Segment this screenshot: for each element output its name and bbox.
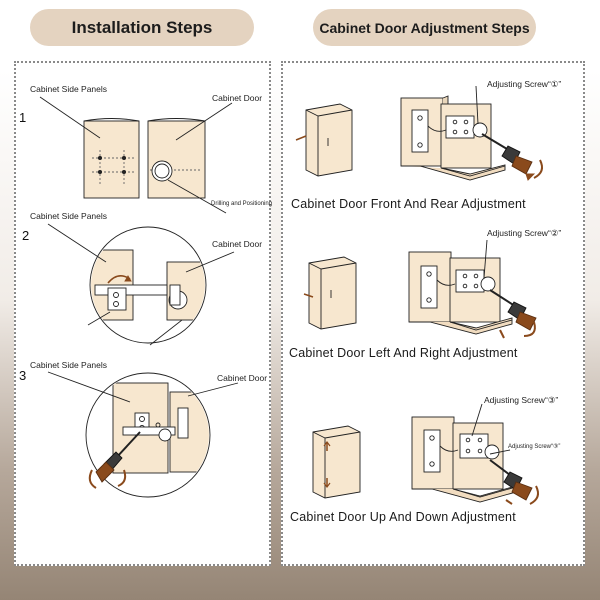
step-2-door-label: Cabinet Door: [212, 239, 263, 249]
adjust-3-caption: Cabinet Door Up And Down Adjustment: [290, 510, 516, 524]
step-3-side-label: Cabinet Side Panels: [30, 360, 108, 370]
adjust-3-screw-label-2: Adjusting Screw“③”: [508, 444, 561, 450]
step-1-number: 1: [19, 110, 27, 125]
installation-steps-header: Installation Steps: [30, 9, 254, 46]
adjust-1-screw-label: Adjusting Screw“①”: [487, 79, 562, 89]
step-3-door-label: Cabinet Door: [217, 373, 268, 383]
adjustment-steps-header: Cabinet Door Adjustment Steps: [313, 9, 536, 46]
adjustment-panel: [281, 61, 585, 566]
installation-panel: [14, 61, 271, 566]
step-1-side-label: Cabinet Side Panels: [30, 84, 108, 94]
step-3-number: 3: [19, 368, 27, 383]
step-1-door-label: Cabinet Door: [212, 93, 263, 103]
adjust-2-caption: Cabinet Door Left And Right Adjustment: [289, 346, 518, 360]
step-2-side-label: Cabinet Side Panels: [30, 211, 108, 221]
adjust-3-screw-label: Adjusting Screw“③”: [484, 395, 559, 405]
adjust-2-screw-label: Adjusting Screw“②”: [487, 228, 562, 238]
step-2-number: 2: [22, 228, 30, 243]
adjust-1-caption: Cabinet Door Front And Rear Adjustment: [291, 197, 526, 211]
step-1-drilling-label: Drilling and Positioning: [211, 201, 273, 207]
